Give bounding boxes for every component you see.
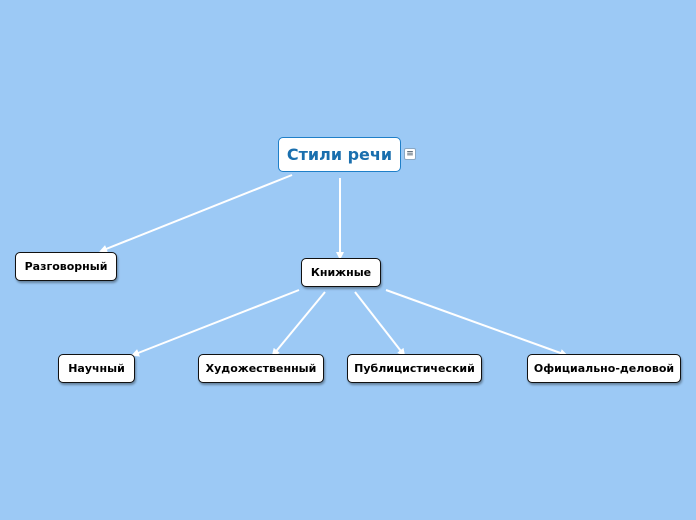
topic-publitsistichesky[interactable]: Публицистический [347, 354, 482, 383]
topic-knizhnye[interactable]: Книжные [301, 258, 381, 287]
edge-knizhnye-khudozhestvenny [271, 291, 326, 357]
edge-knizhnye-nauchny [131, 289, 300, 357]
topic-khudozhestvenny[interactable]: Художественный [198, 354, 324, 383]
topic-nauchny[interactable]: Научный [58, 354, 135, 383]
root-topic[interactable]: Стили речи [278, 137, 401, 172]
topic-ofitsialno-delovoy[interactable]: Официально-деловой [527, 354, 681, 383]
edge-knizhnye-publitsistichesky [354, 291, 406, 357]
edge-knizhnye-ofitsialno [385, 289, 568, 357]
topic-razgovorny[interactable]: Разговорный [15, 252, 117, 281]
note-icon[interactable]: ≡ [404, 148, 416, 160]
edge-root-razgovorny [99, 174, 293, 253]
